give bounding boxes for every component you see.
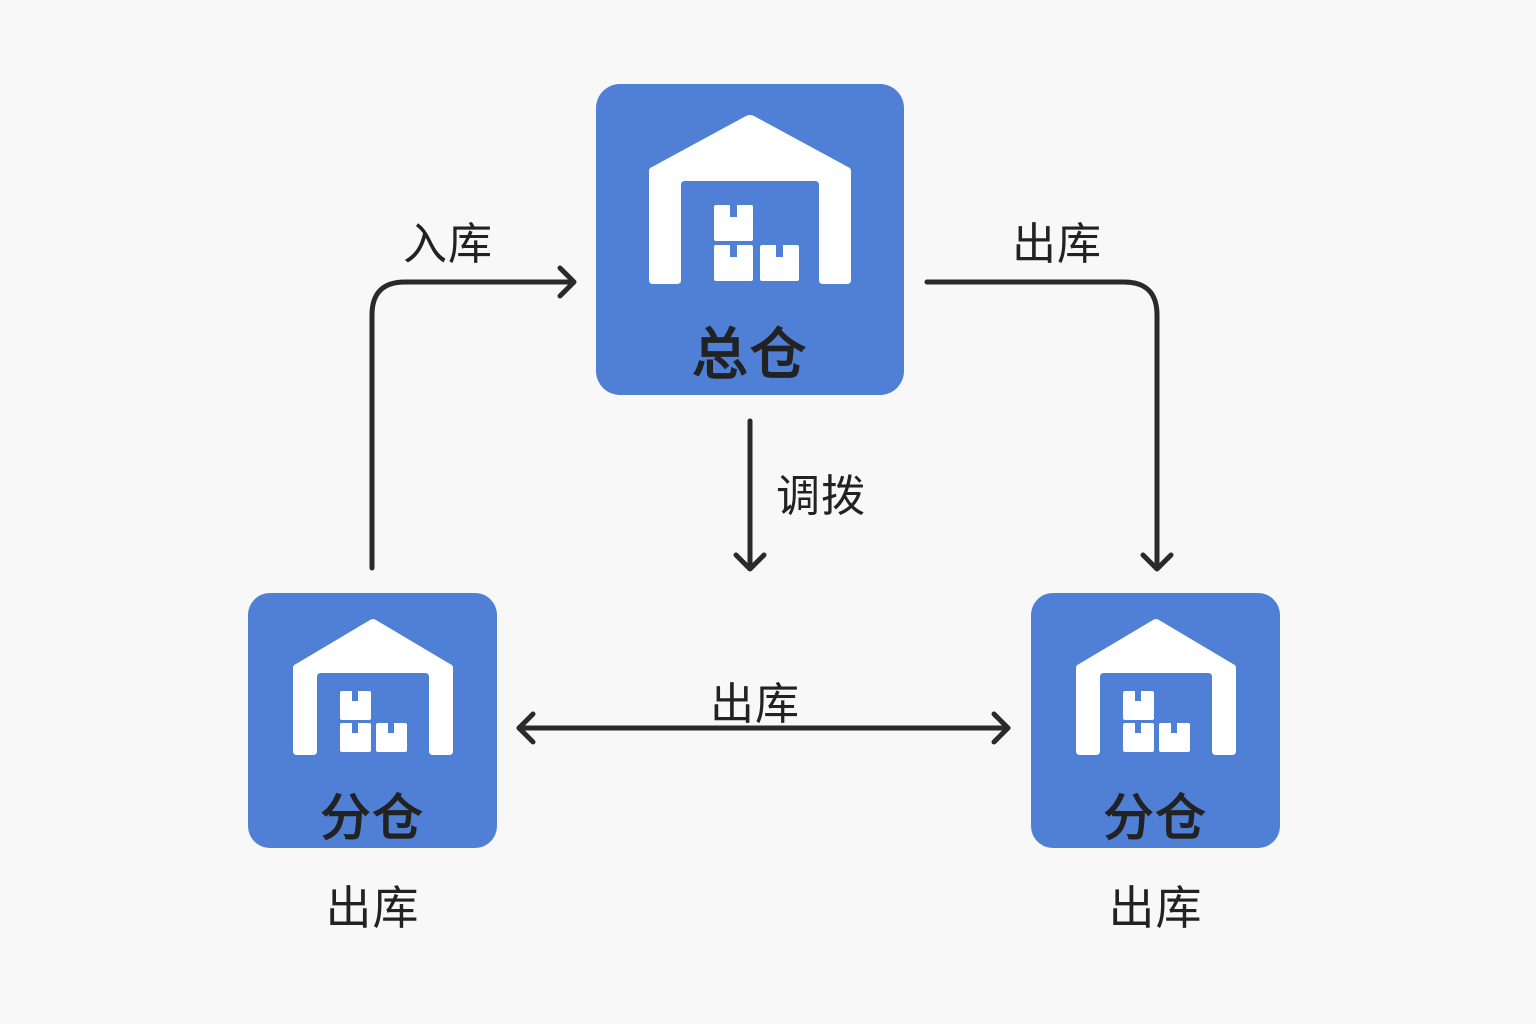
node-caption: 出库 <box>1108 881 1203 935</box>
arrowhead-right-icon <box>557 265 577 299</box>
node-main-warehouse: 总仓 <box>596 84 904 395</box>
node-left-branch-warehouse: 分仓 <box>248 593 497 848</box>
arrowhead-left-icon <box>516 711 536 745</box>
node-label: 分仓 <box>1103 789 1208 847</box>
edge-line <box>369 279 576 571</box>
warehouse-icon <box>293 619 453 755</box>
edge-label-outbound-middle: 出库 <box>710 679 800 730</box>
arrowhead-down-icon <box>1140 552 1174 572</box>
warehouse-icon <box>1076 619 1236 755</box>
node-label: 总仓 <box>692 323 808 388</box>
edge-main-down <box>733 418 767 572</box>
edge-left-to-main <box>369 265 577 571</box>
warehouse-icon <box>649 115 851 284</box>
node-label: 分仓 <box>320 789 425 847</box>
edge-label-inbound: 入库 <box>403 219 493 270</box>
node-caption: 出库 <box>325 881 420 935</box>
edge-line <box>924 279 1160 571</box>
edge-label-transfer: 调拨 <box>776 471 866 522</box>
edge-label-outbound-top: 出库 <box>1012 219 1102 270</box>
edge-main-to-right <box>924 279 1174 572</box>
edge-left-right <box>516 711 1011 745</box>
node-right-branch-warehouse: 分仓 <box>1031 593 1280 848</box>
arrowhead-right-icon <box>991 711 1011 745</box>
arrowhead-down-icon <box>733 552 767 572</box>
